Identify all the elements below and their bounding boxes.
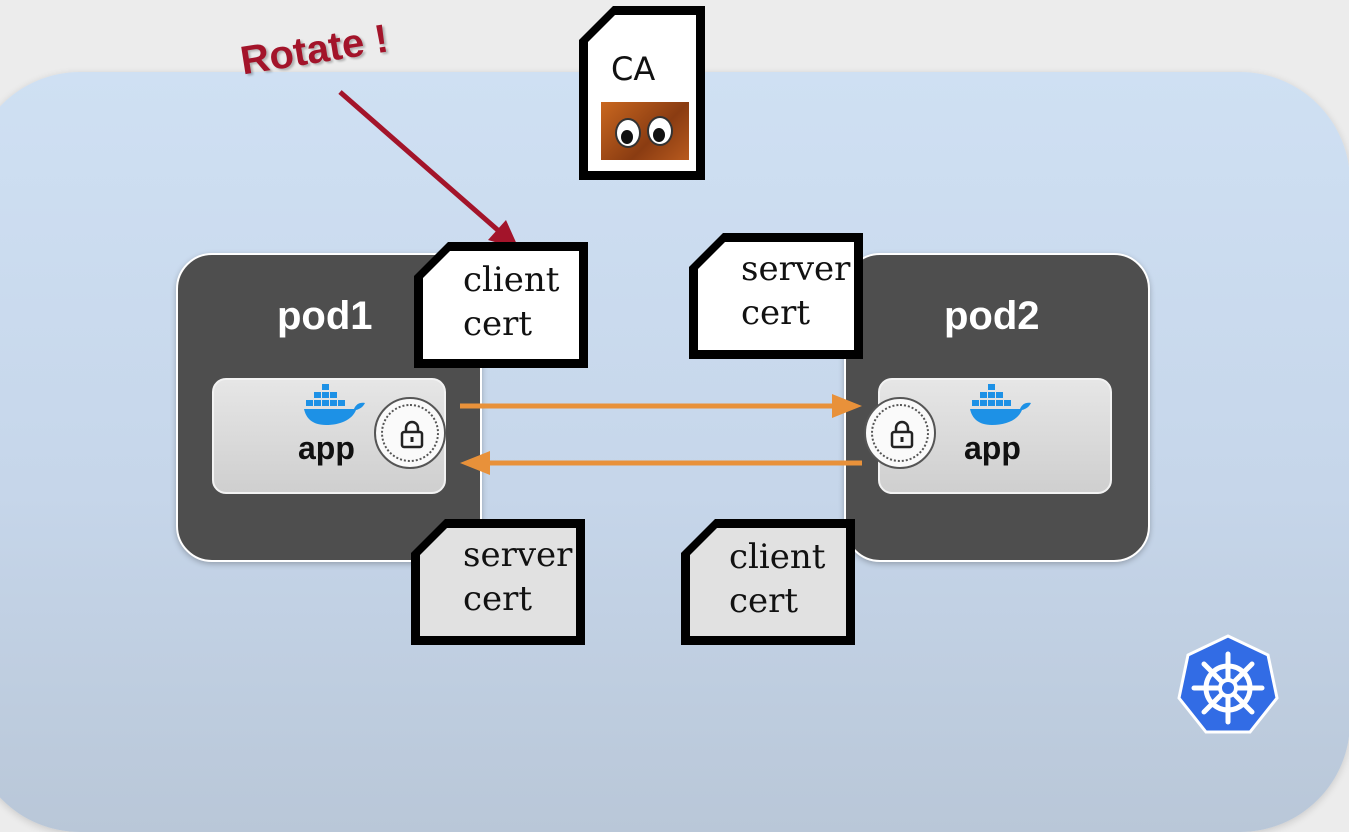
pod2-tls-lock (864, 397, 936, 469)
pod2-server-cert-line1: server (741, 249, 851, 289)
pod1-title: pod1 (277, 294, 373, 338)
arrows-layer (338, 90, 862, 475)
pod2-app-label: app (964, 430, 1021, 466)
googly-eyes-image (601, 102, 689, 160)
response-arrow (460, 451, 862, 475)
pod2-client-cert-line2: cert (729, 581, 799, 621)
pod1-server-cert-line2: cert (463, 579, 533, 619)
kubernetes-helm-icon (1177, 634, 1279, 734)
pod1-app-label: app (298, 430, 355, 466)
request-arrow (460, 394, 862, 418)
pod1-client-cert-line2: cert (463, 304, 533, 344)
pod1-client-cert: client cert (414, 242, 588, 368)
docker-whale-icon (304, 384, 365, 425)
pod2-client-cert: client cert (681, 519, 855, 645)
pod2-title: pod2 (944, 294, 1040, 338)
rotate-pointer-arrow (338, 90, 519, 249)
pod2-server-cert-line2: cert (741, 293, 811, 333)
pod1-tls-lock (374, 397, 446, 469)
docker-whale-icon (970, 384, 1031, 425)
diagram-canvas: pod1 pod2 app app (0, 6, 1349, 832)
pod1-server-cert: server cert (411, 519, 585, 645)
pod2-client-cert-line1: client (729, 537, 826, 577)
pod1-client-cert-line1: client (463, 260, 560, 300)
ca-label: CA (611, 50, 656, 88)
pod2-server-cert: server cert (689, 233, 863, 359)
pod1-server-cert-line1: server (463, 535, 573, 575)
